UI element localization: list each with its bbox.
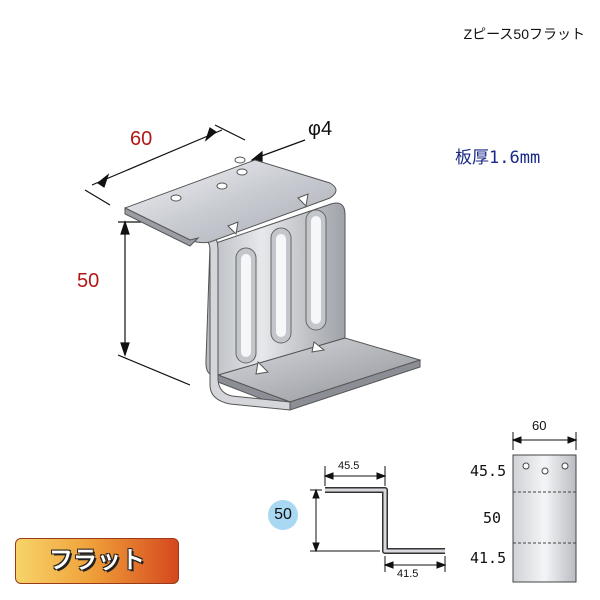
plan-top-label: 45.5 <box>470 462 507 480</box>
top-flange-edge <box>124 207 200 247</box>
profile-bottom-label: 41.5 <box>397 568 419 580</box>
stiffening-ribs <box>235 209 327 364</box>
width-dimension-line <box>84 124 246 206</box>
mounting-holes <box>170 156 248 202</box>
hole-leader <box>250 139 306 163</box>
plan-bottom-label: 41.5 <box>470 549 507 567</box>
emboss-marks <box>227 193 326 375</box>
flat-badge: フラット <box>15 538 179 584</box>
left-bend <box>196 231 291 411</box>
profile-height-badge: 50 <box>268 500 298 530</box>
plan-view <box>511 432 578 583</box>
profile-view <box>310 466 447 572</box>
flat-badge-label: フラット <box>49 547 145 574</box>
height-dimension-label: 50 <box>77 270 100 292</box>
height-dimension-line <box>117 220 191 386</box>
profile-top-label: 45.5 <box>338 460 360 472</box>
product-title: Zピース50フラット <box>463 26 585 42</box>
thickness-label: 板厚1.6mm <box>455 148 541 168</box>
width-dimension-label: 60 <box>130 128 153 150</box>
hole-diameter-label: φ4 <box>308 118 333 140</box>
plan-middle-label: 50 <box>483 509 502 527</box>
plan-width-label: 60 <box>532 418 547 433</box>
